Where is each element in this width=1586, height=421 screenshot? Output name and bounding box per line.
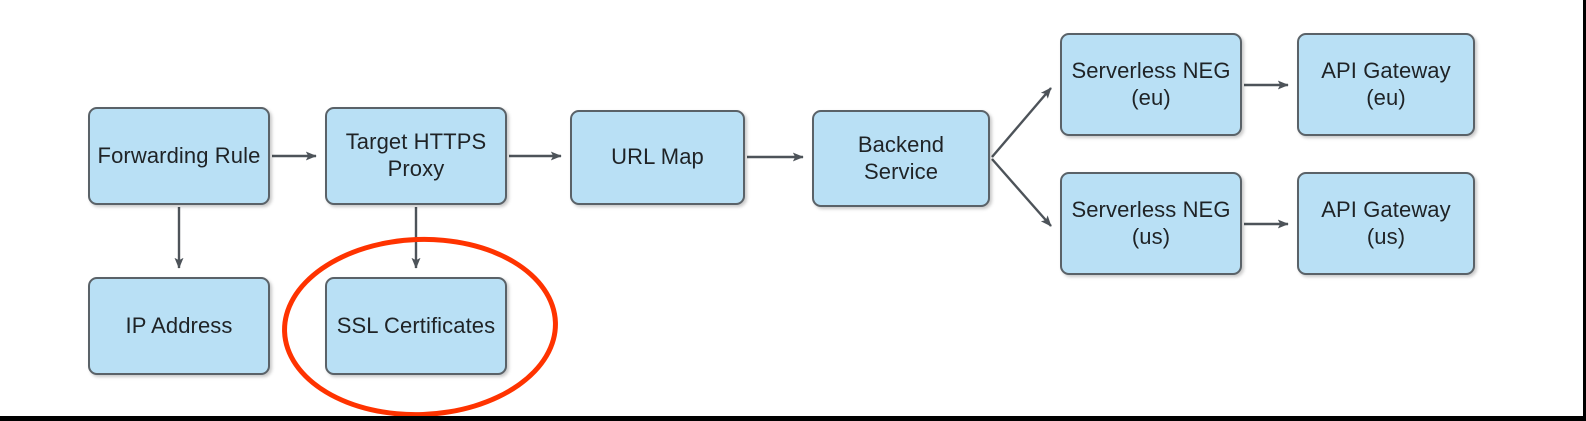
- node-api-gateway-us[interactable]: API Gateway (us): [1297, 172, 1475, 275]
- node-api-gateway-eu[interactable]: API Gateway (eu): [1297, 33, 1475, 136]
- node-url-map[interactable]: URL Map: [570, 110, 745, 205]
- ssl-certificates-highlight-ellipse: [278, 232, 562, 416]
- node-forwarding-rule[interactable]: Forwarding Rule: [88, 107, 270, 205]
- edge-backend-service-to-serverless-neg-eu: [991, 87, 1052, 158]
- edge-backend-service-to-serverless-neg-us: [991, 158, 1052, 227]
- node-serverless-neg-eu[interactable]: Serverless NEG (eu): [1060, 33, 1242, 136]
- node-target-https-proxy[interactable]: Target HTTPS Proxy: [325, 107, 507, 205]
- node-ssl-certificates[interactable]: SSL Certificates: [325, 277, 507, 375]
- node-serverless-neg-us[interactable]: Serverless NEG (us): [1060, 172, 1242, 275]
- node-ip-address[interactable]: IP Address: [88, 277, 270, 375]
- node-backend-service[interactable]: Backend Service: [812, 110, 990, 207]
